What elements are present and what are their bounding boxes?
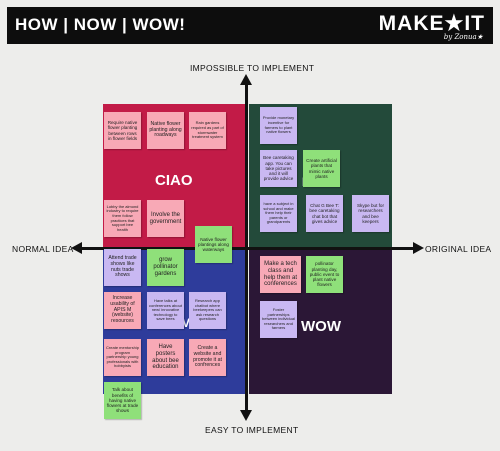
arrow-left-icon (71, 242, 82, 254)
quadrant-label-how: V (182, 316, 191, 330)
page-title: HOW | NOW | WOW! (15, 15, 186, 34)
axis-label-right: ORIGINAL IDEA (425, 244, 492, 254)
sticky-note: Talk about benefits of having native flo… (104, 382, 141, 419)
sticky-note: Foster partnerships between individual r… (260, 301, 297, 338)
axis-label-top: IMPOSSIBLE TO IMPLEMENT (190, 63, 315, 73)
sticky-note: Involve the government (147, 200, 184, 237)
sticky-note: Have posters about bee education (147, 339, 184, 376)
sticky-note: Lobby the almond industry to require the… (104, 200, 141, 237)
sticky-note: Create a website and promote it at confr… (189, 339, 226, 376)
arrow-up-icon (240, 74, 252, 85)
sticky-note: grow pollinator gardens (147, 249, 184, 286)
sticky-note: Skype but for researchers and bee keeper… (352, 195, 389, 232)
sticky-note: Make a tech class and help them at confe… (260, 256, 301, 293)
sticky-note: Create artificial plants that mimic nati… (303, 150, 340, 187)
sticky-note: pollinator planting day, public event to… (306, 256, 343, 293)
header-bar: HOW | NOW | WOW! MAKE★IT by Zonua★ (7, 7, 493, 44)
sticky-note: Increase usability of APIS M (website) r… (104, 292, 141, 329)
axis-label-bottom: EASY TO IMPLEMENT (205, 425, 299, 435)
sticky-note: Bee caretaking app. You can take picture… (260, 150, 297, 187)
makeit-logo: MAKE★IT by Zonua★ (379, 11, 485, 41)
quadrant-label-wow: WOW (301, 318, 341, 335)
sticky-note: Have talks at conferences about new/ inn… (147, 292, 184, 329)
sticky-note: Research app chatbot where beekeepers ca… (189, 292, 226, 329)
sticky-note: have a subject in school and make them h… (260, 195, 297, 232)
sticky-note: Provide monetary incentive for farmers t… (260, 107, 297, 144)
arrow-right-icon (413, 242, 424, 254)
horizontal-axis-line (78, 247, 415, 250)
logo-subtext: by Zonua★ (443, 33, 483, 41)
vertical-axis-line (245, 80, 248, 412)
sticky-note: Create mentorship program partnership yo… (104, 339, 141, 376)
axis-label-left: NORMAL IDEA (12, 244, 74, 254)
sticky-note: Native flower plantings along waterways (195, 226, 232, 263)
logo-text: MAKE★IT (378, 12, 485, 35)
quadrant-label-ciao: CIAO (155, 172, 193, 189)
sticky-note: Chat G Bee T: bee caretaking chat bot th… (306, 195, 343, 232)
sticky-note: Native flower planting along roadways (147, 112, 184, 149)
sticky-note: Rain gardens required as part of stormwa… (189, 112, 226, 149)
sticky-note: Require native flower planting between r… (104, 112, 141, 149)
arrow-down-icon (240, 410, 252, 421)
sticky-note: Attend trade shows like nuts trade shows (104, 249, 141, 286)
